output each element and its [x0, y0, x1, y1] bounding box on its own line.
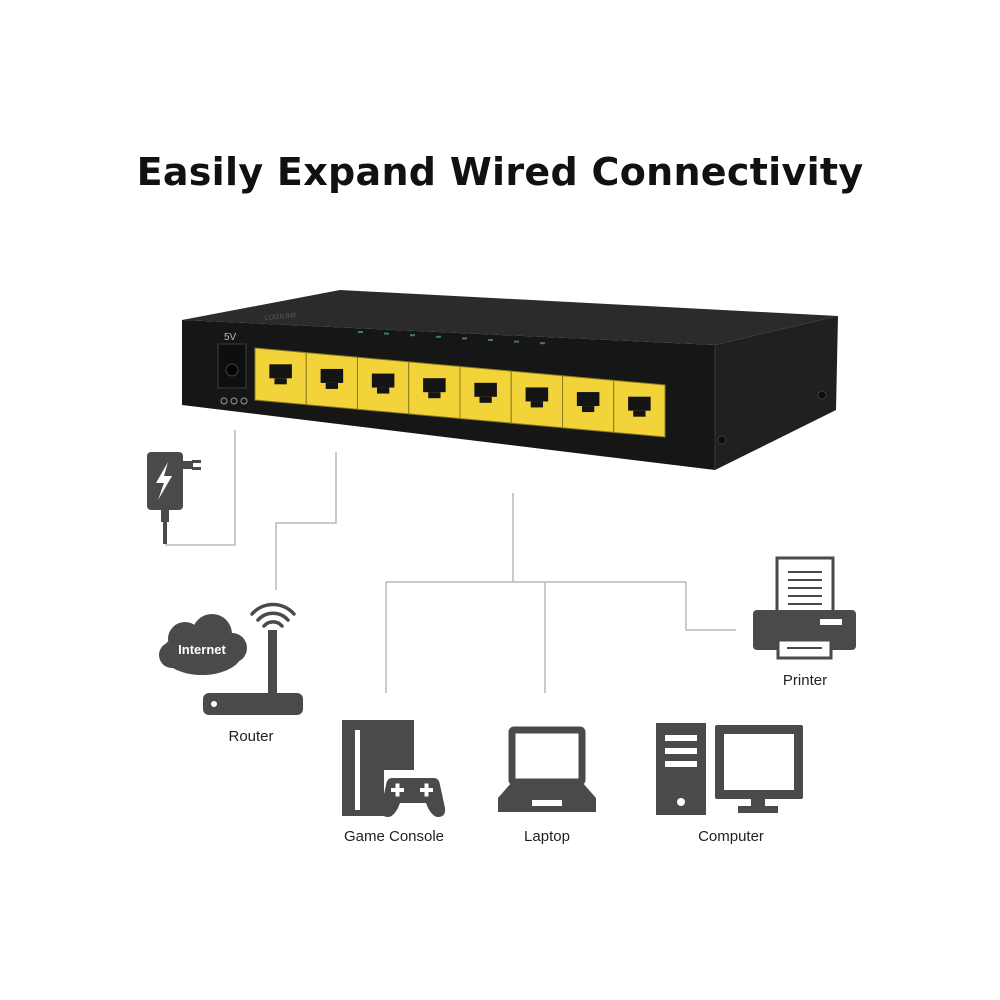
laptop-label: Laptop — [524, 828, 570, 845]
ethernet-port — [357, 356, 410, 415]
side-screw — [717, 435, 727, 445]
status-led — [410, 334, 415, 337]
ethernet-port — [510, 370, 563, 429]
switch-top — [182, 290, 838, 345]
printer-icon — [753, 556, 856, 660]
ethernet-port — [613, 379, 666, 438]
connector-lines — [165, 430, 736, 693]
power-adapter-icon — [147, 452, 201, 544]
ethernet-port — [254, 347, 307, 406]
status-led — [384, 332, 389, 335]
switch-side — [715, 316, 838, 470]
laptop-icon — [498, 726, 596, 812]
router-label: Router — [228, 728, 274, 745]
cloud-label: Internet — [178, 642, 226, 657]
page-title: Easily Expand Wired Connectivity — [136, 150, 864, 194]
brand-logo: LOGILINK — [265, 312, 298, 322]
game-console-icon — [342, 720, 450, 820]
side-screw — [817, 390, 827, 400]
printer-line — [685, 582, 736, 631]
power-line — [165, 430, 236, 546]
network-switch: LOGILINK 5V — [182, 290, 838, 470]
status-led — [514, 340, 519, 343]
ethernet-port — [305, 352, 358, 410]
router-line — [275, 452, 337, 590]
power-label: 5V — [224, 332, 237, 343]
printer-label: Printer — [782, 672, 828, 689]
power-jack-hole — [225, 363, 239, 377]
computer-label: Computer — [698, 828, 764, 845]
router-icon — [203, 602, 303, 715]
status-led — [540, 342, 545, 345]
status-leds — [358, 331, 545, 345]
ethernet-ports — [254, 347, 666, 438]
ethernet-port — [459, 365, 512, 424]
polarity-icon — [220, 397, 248, 405]
status-led — [462, 337, 467, 340]
power-jack — [217, 343, 247, 389]
status-led — [436, 335, 441, 338]
status-led — [358, 331, 363, 333]
status-led — [488, 339, 493, 341]
ethernet-port — [562, 375, 615, 433]
ethernet-port — [408, 361, 461, 420]
cloud-icon — [159, 614, 247, 675]
computer-icon — [656, 723, 803, 815]
game-console-label: Game Console — [343, 828, 445, 845]
wifi-icon — [250, 602, 296, 637]
